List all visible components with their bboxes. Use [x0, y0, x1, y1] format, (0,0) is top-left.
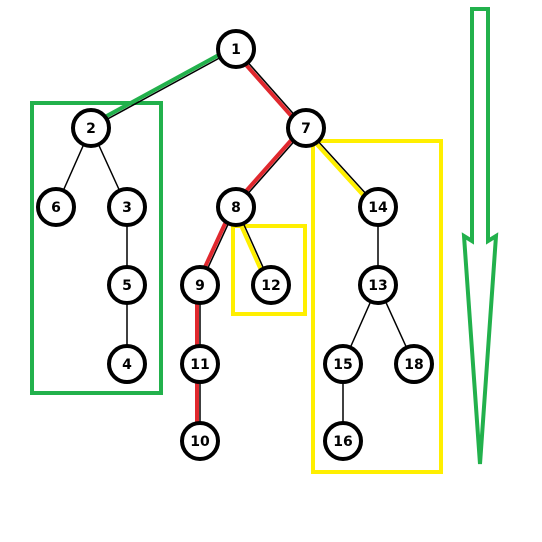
node-circle: [216, 187, 256, 227]
node-circle: [180, 265, 220, 305]
node-label: 4: [122, 357, 132, 373]
node-circle: [107, 187, 147, 227]
node-label: 16: [333, 434, 352, 450]
node-circle: [358, 187, 398, 227]
tree-node-1: 1: [216, 29, 256, 69]
tree-node-8: 8: [216, 187, 256, 227]
node-label: 7: [301, 121, 311, 137]
node-label: 12: [261, 278, 280, 294]
node-label: 11: [190, 357, 209, 373]
node-circle: [180, 421, 220, 461]
group-box-right-subtree: [311, 139, 443, 474]
tree-node-13: 13: [358, 265, 398, 305]
node-circle: [394, 344, 434, 384]
node-label: 18: [404, 357, 423, 373]
tree-node-15: 15: [323, 344, 363, 384]
tree-node-14: 14: [358, 187, 398, 227]
tree-node-9: 9: [180, 265, 220, 305]
tree-node-16: 16: [323, 421, 363, 461]
node-circle: [216, 29, 256, 69]
node-circle: [107, 265, 147, 305]
node-label: 15: [333, 357, 352, 373]
node-label: 13: [368, 278, 387, 294]
tree-node-10: 10: [180, 421, 220, 461]
node-label: 9: [195, 278, 205, 294]
node-circle: [251, 265, 291, 305]
group-box-node-12: [231, 224, 307, 316]
node-label: 2: [86, 121, 96, 137]
node-circle: [358, 265, 398, 305]
node-circle: [286, 108, 326, 148]
tree-node-2: 2: [71, 108, 111, 148]
arrow-shape: [461, 7, 499, 465]
tree-node-7: 7: [286, 108, 326, 148]
node-label: 5: [122, 278, 132, 294]
tree-node-11: 11: [180, 344, 220, 384]
tree-node-5: 5: [107, 265, 147, 305]
node-label: 14: [368, 200, 388, 216]
node-circle: [323, 344, 363, 384]
node-label: 3: [122, 200, 132, 216]
tree-node-6: 6: [36, 187, 76, 227]
node-circle: [36, 187, 76, 227]
tree-node-4: 4: [107, 344, 147, 384]
node-circle: [180, 344, 220, 384]
tree-node-3: 3: [107, 187, 147, 227]
edge-highlight-1-2: [87, 44, 237, 128]
node-label: 6: [51, 200, 61, 216]
tree-node-18: 18: [394, 344, 434, 384]
node-label: 10: [190, 434, 210, 450]
node-circle: [107, 344, 147, 384]
node-circle: [323, 421, 363, 461]
group-boxes: [30, 101, 443, 474]
node-label: 1: [231, 42, 241, 58]
down-arrow-icon: [461, 7, 499, 465]
node-label: 8: [231, 200, 241, 216]
tree-node-12: 12: [251, 265, 291, 305]
edge-1-2: [90, 48, 237, 129]
node-circle: [71, 108, 111, 148]
group-box-left-subtree: [30, 101, 163, 395]
